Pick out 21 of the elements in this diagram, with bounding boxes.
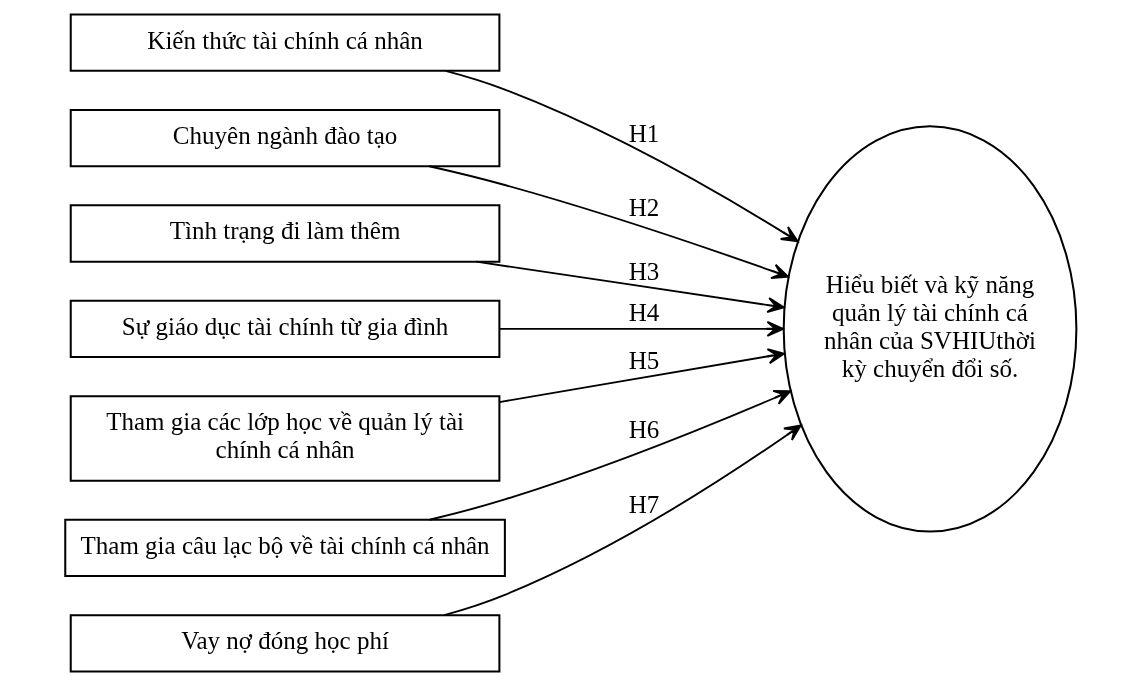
arrow [442,424,802,617]
arrow [498,320,784,337]
node-box: Chuyên ngành đào tạo [69,108,500,168]
edge-label: H1 [628,120,659,148]
node-box: Tình trạng đi làm thêm [69,204,500,263]
arrow [427,165,789,279]
node-box: Sự giáo dục tài chính từ gia đình [69,299,500,359]
node-box: Vay nợ đóng học phí [69,614,500,673]
arrow [474,260,785,313]
arrow [444,69,799,243]
edge-label: H2 [628,193,659,221]
arrow [428,390,791,521]
node-box: Tham gia các lớp học về quản lý tài chính cá nhân [69,395,500,482]
node-box: Kiến thức tài chính cá nhân [69,13,500,72]
node-box: Tham gia câu lạc bộ về tài chính cá nhân [63,518,506,578]
arrow [498,348,785,404]
edge-label: H4 [628,298,659,326]
edge-label: H5 [628,347,659,375]
edge-label: H7 [628,491,659,519]
edge-label: H6 [628,416,659,444]
edge-label: H3 [628,258,659,286]
